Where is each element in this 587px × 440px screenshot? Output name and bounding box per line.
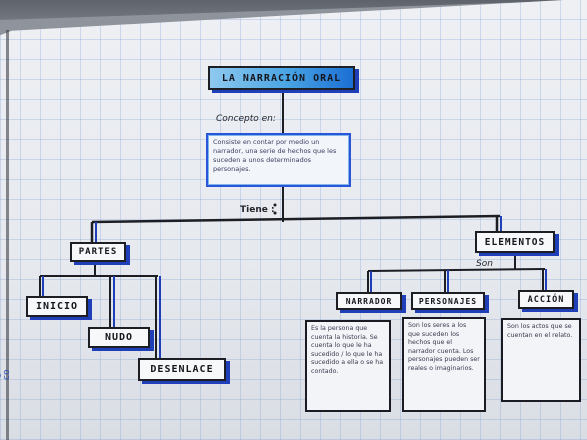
- personajes-title: PERSONAJES: [418, 296, 478, 306]
- elementos-title: ELEMENTOS: [484, 236, 546, 248]
- title-box: LA NARRACIÓN ORAL: [208, 66, 355, 90]
- nudo-label: NUDO: [104, 332, 134, 343]
- tiene-label: Tiene :: [240, 205, 275, 215]
- nudo-box: NUDO: [88, 327, 150, 348]
- son-label: Son: [476, 259, 493, 269]
- partes-box: PARTES: [70, 242, 126, 262]
- elementos-box: ELEMENTOS: [475, 231, 555, 253]
- accion-title: ACCIÓN: [527, 294, 565, 305]
- desenlace-label: DESENLACE: [150, 364, 214, 375]
- accion-box: ACCIÓN: [518, 290, 574, 309]
- edge-text: @ co: [0, 369, 12, 380]
- title-text: LA NARRACIÓN ORAL: [221, 72, 342, 84]
- inicio-label: INICIO: [35, 301, 79, 312]
- definition-box: Consiste en contar por medio un narrador…: [206, 133, 351, 187]
- concepto-label: Concepto en:: [216, 114, 276, 124]
- narrador-title: NARRADOR: [345, 296, 393, 306]
- accion-text: Son los actos que se cuentan en el relat…: [501, 318, 581, 402]
- margin-line: [6, 30, 9, 440]
- partes-title: PARTES: [78, 247, 118, 257]
- inicio-box: INICIO: [26, 296, 88, 317]
- narrador-text: Es la persona que cuenta la historia. Se…: [305, 320, 391, 412]
- narrador-box: NARRADOR: [336, 292, 402, 310]
- personajes-text: Son los seres a los que suceden los hech…: [402, 317, 486, 412]
- desenlace-box: DESENLACE: [138, 358, 226, 381]
- personajes-box: PERSONAJES: [411, 292, 485, 310]
